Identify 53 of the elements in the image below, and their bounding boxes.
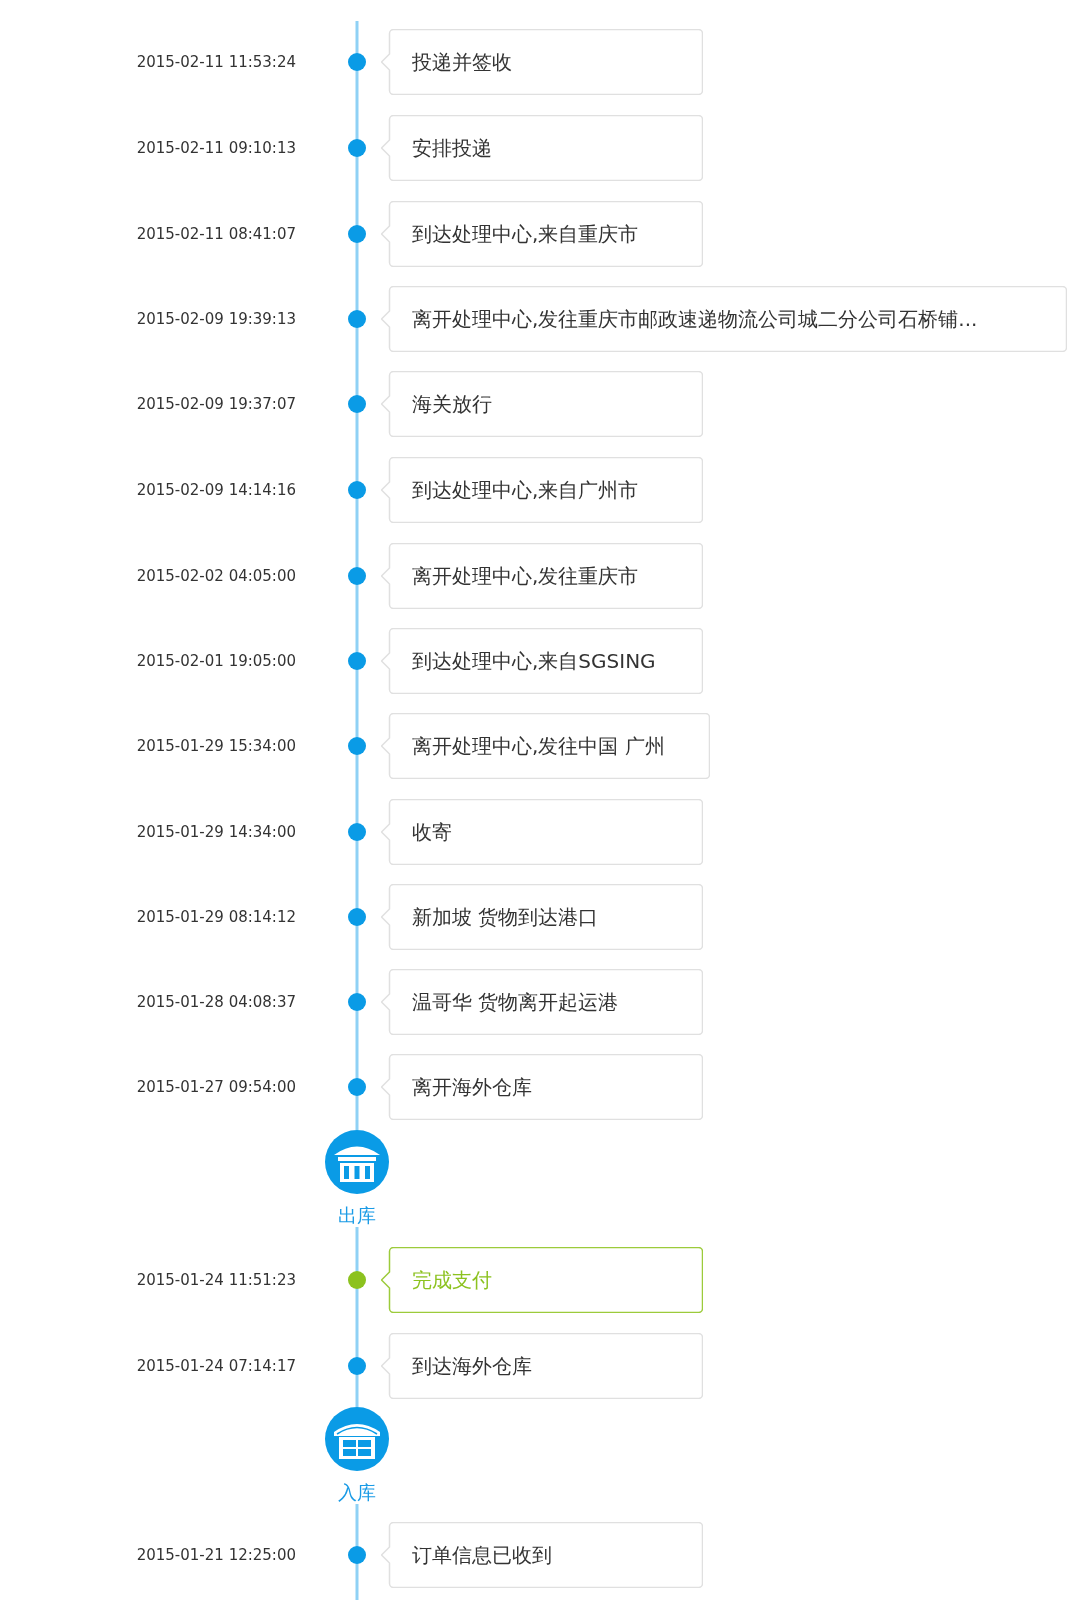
event-card	[381, 969, 703, 1035]
timestamp: 2015-01-29 15:34:00	[136, 736, 296, 756]
event-text: 投递并签收	[412, 49, 512, 75]
timestamp: 2015-01-24 07:14:17	[136, 1356, 296, 1376]
event-card	[381, 1522, 703, 1588]
event-card	[381, 799, 703, 865]
event-text: 温哥华 货物离开起运港	[412, 989, 619, 1015]
event-card	[381, 713, 710, 779]
event-text: 完成支付	[412, 1267, 492, 1293]
event-text: 订单信息已收到	[412, 1542, 552, 1568]
event-card	[381, 628, 703, 694]
event-card	[381, 201, 703, 267]
event-text: 安排投递	[412, 135, 492, 161]
timestamp: 2015-01-27 09:54:00	[136, 1077, 296, 1097]
event-card	[381, 884, 703, 950]
timestamp: 2015-01-29 08:14:12	[136, 907, 296, 927]
timestamp: 2015-02-02 04:05:00	[136, 566, 296, 586]
timeline-line	[355, 1227, 359, 1407]
event-card	[381, 115, 703, 181]
timeline-line	[355, 1504, 359, 1600]
timestamp: 2015-02-09 14:14:16	[136, 480, 296, 500]
event-text: 离开处理中心,发往重庆市	[412, 563, 639, 589]
event-text: 新加坡 货物到达港口	[412, 904, 599, 930]
event-card	[381, 1247, 703, 1313]
timestamp: 2015-02-01 19:05:00	[136, 651, 296, 671]
milestone-label: 出库	[338, 1203, 376, 1227]
event-card	[381, 1054, 703, 1120]
event-text: 海关放行	[412, 391, 492, 417]
milestone-label: 入库	[338, 1480, 376, 1504]
event-text: 到达处理中心,来自SGSING	[412, 648, 656, 674]
event-text: 离开处理中心,发往重庆市邮政速递物流公司城二分公司石桥铺...	[412, 306, 978, 332]
timestamp: 2015-02-11 11:53:24	[136, 52, 296, 72]
timestamp: 2015-02-09 19:37:07	[136, 394, 296, 414]
event-text: 离开海外仓库	[412, 1074, 532, 1100]
event-card	[381, 29, 703, 95]
event-card	[381, 286, 1067, 352]
event-card	[381, 543, 703, 609]
timestamp: 2015-01-29 14:34:00	[136, 822, 296, 842]
event-text: 离开处理中心,发往中国 广州	[412, 733, 665, 759]
timestamp: 2015-02-09 19:39:13	[136, 309, 296, 329]
timestamp: 2015-01-21 12:25:00	[136, 1545, 296, 1565]
event-text: 收寄	[412, 819, 452, 845]
timestamp: 2015-01-24 11:51:23	[136, 1270, 296, 1290]
event-text: 到达处理中心,来自重庆市	[412, 221, 639, 247]
timestamp: 2015-01-28 04:08:37	[136, 992, 296, 1012]
event-card	[381, 457, 703, 523]
event-text: 到达海外仓库	[412, 1353, 532, 1379]
timestamp: 2015-02-11 09:10:13	[136, 138, 296, 158]
timestamp: 2015-02-11 08:41:07	[136, 224, 296, 244]
event-card	[381, 1333, 703, 1399]
timeline-line	[355, 21, 359, 1130]
event-card	[381, 371, 703, 437]
event-text: 到达处理中心,来自广州市	[412, 477, 639, 503]
